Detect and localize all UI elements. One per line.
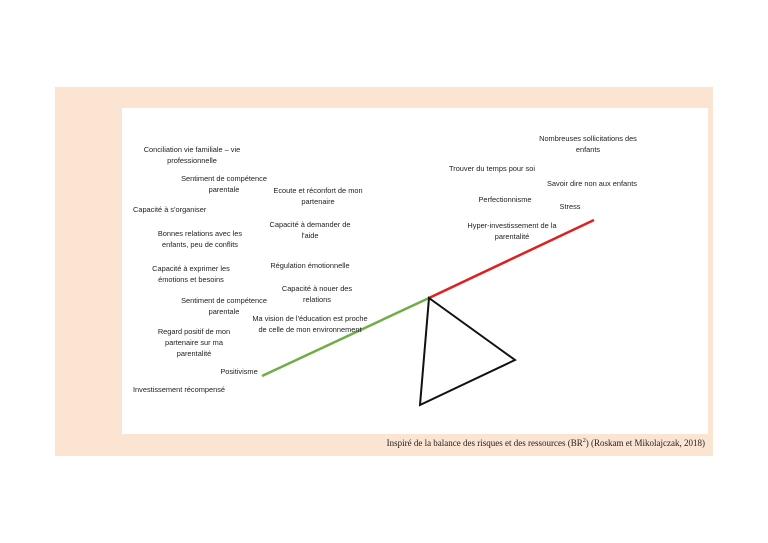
- risk-label: Hyper-investissement de la parentalité: [467, 221, 557, 241]
- risk-label: Trouver du temps pour soi: [449, 164, 535, 173]
- caption-citation: ) (Roskam et Mikolajczak, 2018): [585, 438, 705, 448]
- resource-label: Sentiment de compétence parentale: [181, 296, 267, 316]
- resource-label: Capacité à demander de l'aide: [269, 220, 351, 240]
- resource-label: Régulation émotionnelle: [270, 261, 350, 270]
- balance-scale: [261, 218, 595, 407]
- resource-label: Capacité à s'organiser: [133, 205, 207, 214]
- resource-label: Sentiment de compétence parentale: [181, 174, 267, 194]
- resources-beam: [261, 296, 430, 378]
- caption-superscript: 2: [582, 438, 586, 444]
- caption-text: Inspiré de la balance des risques et des…: [386, 438, 583, 448]
- resource-label: Ecoute et réconfort de mon partenaire: [273, 186, 363, 206]
- resource-label: Capacité à nouer des relations: [281, 284, 353, 304]
- risk-label: Stress: [559, 202, 581, 211]
- resource-label: Regard positif de mon partenaire sur ma …: [157, 327, 231, 358]
- figure-caption: Inspiré de la balance des risques et des…: [300, 438, 705, 448]
- resource-label: Capacité à exprimer les émotions et beso…: [152, 264, 230, 284]
- balance-diagram: Conciliation vie familiale – vie profess…: [122, 108, 708, 434]
- resource-label: Ma vision de l'éducation est proche de c…: [252, 314, 368, 334]
- resource-label: Positivisme: [220, 367, 258, 376]
- risk-label: Perfectionnisme: [478, 195, 532, 204]
- resource-label: Conciliation vie familiale – vie profess…: [143, 145, 241, 165]
- risks-beam: [428, 218, 595, 300]
- fulcrum-triangle: [418, 296, 517, 407]
- risk-label: Nombreuses sollicitations des enfants: [539, 134, 637, 154]
- resource-label: Investissement récompensé: [133, 385, 226, 394]
- resource-label: Bonnes relations avec les enfants, peu d…: [157, 229, 243, 249]
- risk-label: Savoir dire non aux enfants: [547, 179, 637, 188]
